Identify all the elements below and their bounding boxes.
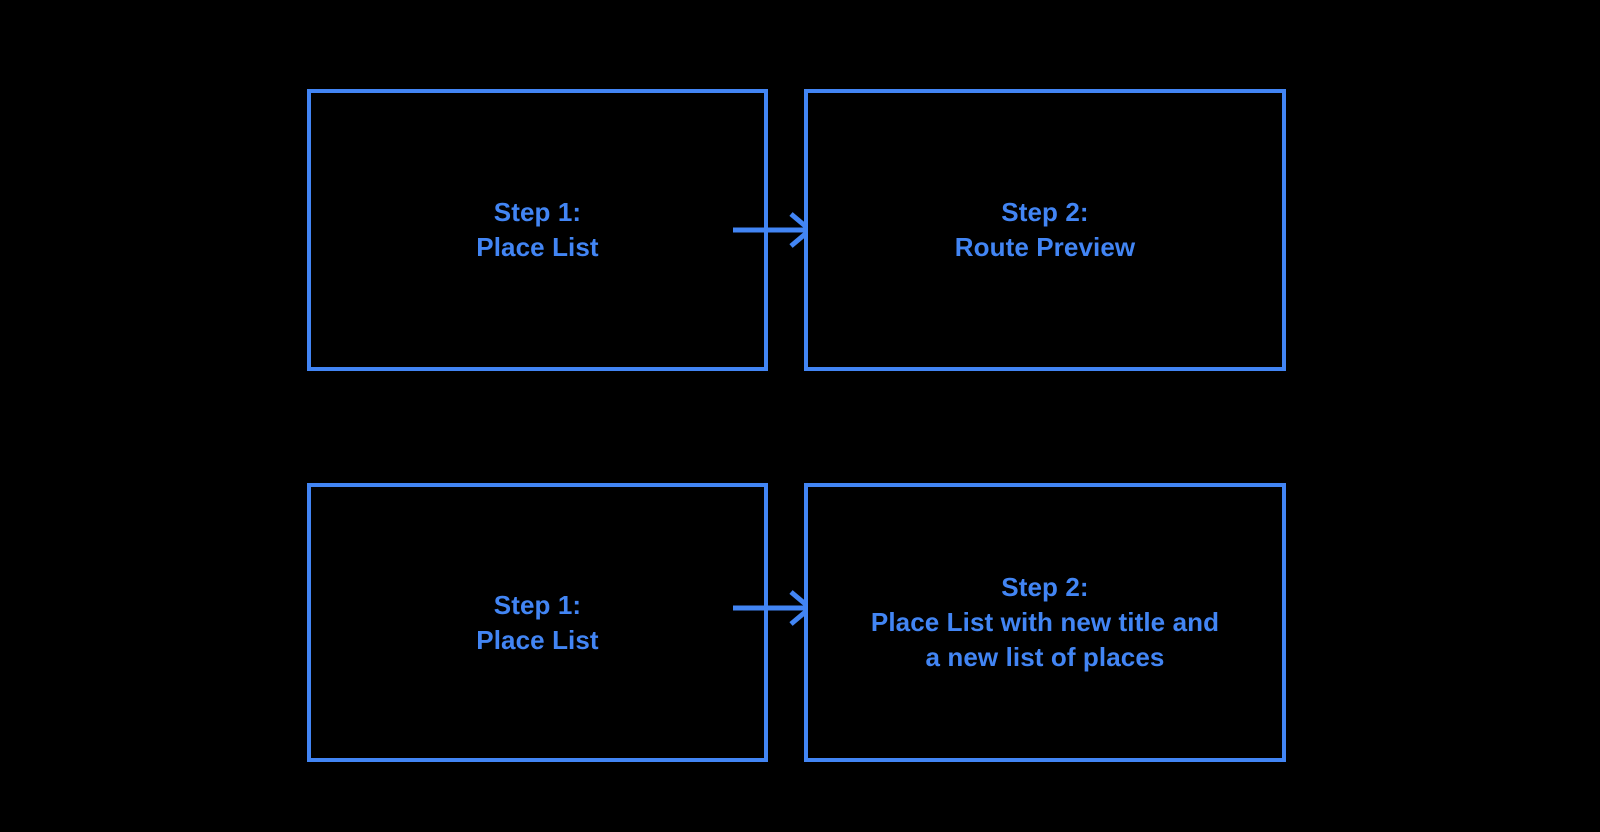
flow-row-edited-place-list: Step 1: Place List Step 2: Place List wi… [0,483,1600,762]
step-box-bottom-step-2[interactable]: Step 2: Place List with new title and a … [804,483,1286,762]
step-box-top-step-2[interactable]: Step 2: Route Preview [804,89,1286,371]
step-box-label: Step 1: Place List [476,197,599,262]
flow-row-route-preview: Step 1: Place List Step 2: Route Preview [0,89,1600,371]
step-box-label: Step 2: Route Preview [954,197,1136,262]
step-box-top-step-1[interactable]: Step 1: Place List [307,89,768,371]
step-box-bottom-step-1[interactable]: Step 1: Place List [307,483,768,762]
step-box-label: Step 2: Place List with new title and a … [870,572,1220,672]
step-box-label: Step 1: Place List [476,589,599,655]
